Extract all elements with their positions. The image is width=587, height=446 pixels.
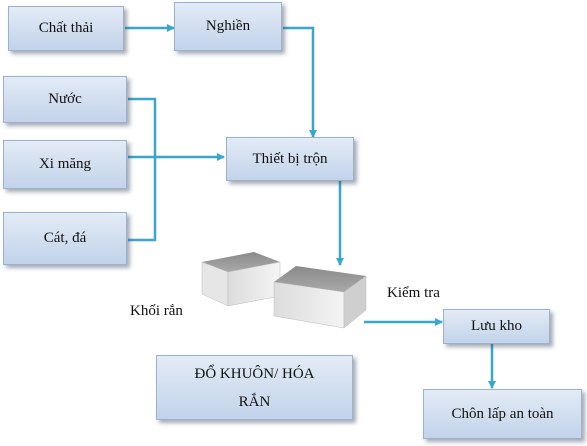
solid-block-left xyxy=(201,252,281,307)
solid-block-right xyxy=(273,266,367,329)
arrow-nghien-to-thiet-bi-tron xyxy=(283,26,317,138)
node-xi-mang-label: Xi măng xyxy=(38,156,92,172)
node-nuoc: Nước xyxy=(3,76,127,123)
node-luu-kho: Lưu kho xyxy=(443,309,550,344)
node-nghien-label: Nghiền xyxy=(205,18,251,34)
node-xi-mang: Xi măng xyxy=(3,140,127,189)
solid-blocks-illustration xyxy=(201,252,367,329)
node-do-khuon-label-line1: ĐỔ KHUÔN/ HÓA xyxy=(194,365,315,382)
node-nuoc-label: Nước xyxy=(48,91,82,107)
node-thiet-bi-tron-label: Thiết bị trộn xyxy=(252,150,328,167)
node-chon-lap-an-toan: Chôn lấp an toàn xyxy=(423,389,582,439)
line-nuoc-bracket xyxy=(128,97,157,242)
node-chon-lap-label: Chôn lấp an toàn xyxy=(451,405,554,422)
node-do-khuon-label-line2: RẮN xyxy=(238,393,271,410)
node-cat-da: Cát, đá xyxy=(3,212,127,265)
node-thiet-bi-tron: Thiết bị trộn xyxy=(226,137,354,181)
node-chat-thai: Chất thải xyxy=(8,6,124,51)
node-cat-da-label: Cát, đá xyxy=(43,230,87,246)
node-chat-thai-label: Chất thải xyxy=(38,20,94,36)
label-kiem-tra: Kiểm tra xyxy=(387,285,440,301)
label-khoi-ran: Khối rắn xyxy=(130,303,183,319)
node-do-khuon-hoa-ran: ĐỔ KHUÔN/ HÓA RẮN xyxy=(156,355,353,420)
node-luu-kho-label: Lưu kho xyxy=(470,318,523,334)
node-nghien: Nghiền xyxy=(174,2,282,51)
